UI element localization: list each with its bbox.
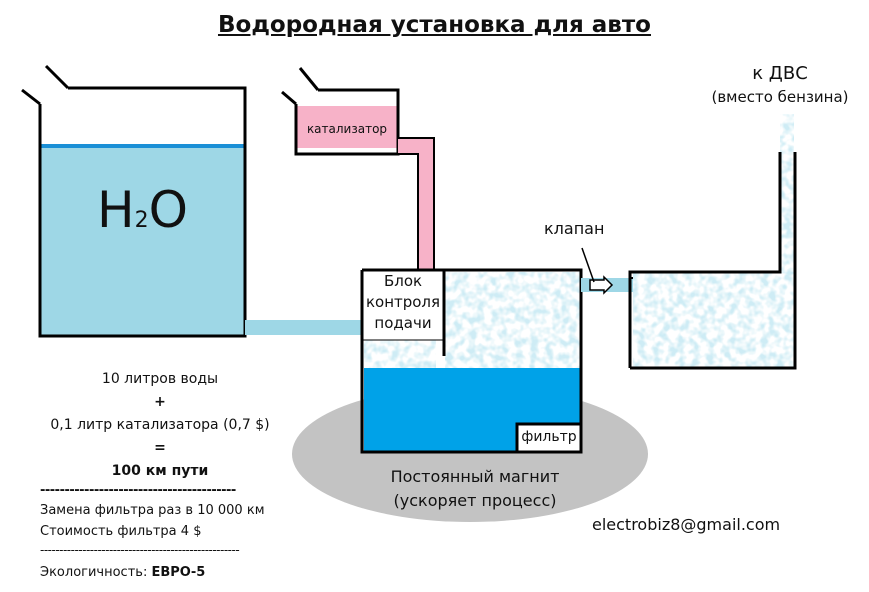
eco-value: ЕВРО-5	[151, 565, 206, 580]
magnet-label: Постоянный магнит (ускоряет процесс)	[360, 465, 590, 513]
gas-tank-outline	[628, 152, 782, 368]
water-tank-label: H2O	[40, 180, 245, 251]
control-unit-line: Блок	[383, 272, 423, 290]
filter-box	[515, 422, 583, 454]
catalyst-tank-lid-top	[298, 67, 320, 91]
engine-label-line2: (вместо бензина)	[711, 88, 849, 106]
catalyst-label: катализатор	[306, 122, 388, 136]
water-tank-fill	[40, 146, 245, 336]
gas-tank-outline-right	[630, 152, 797, 370]
catalyst-pipe-edge-inner	[398, 153, 419, 270]
valve-pointer	[581, 247, 595, 283]
control-unit-line: контроля	[365, 293, 441, 311]
magnet-label-line: (ускоряет процесс)	[393, 491, 557, 510]
control-unit-label: Блок контроля подачи	[362, 271, 444, 334]
reactor-gas-foam-low	[364, 340, 436, 368]
eco-rating: Экологичность: ЕВРО-5	[40, 562, 265, 584]
tank-symbol-subscript: 2	[134, 208, 149, 233]
fuel-formula: 10 литров воды + 0,1 литр катализатора (…	[40, 368, 280, 483]
eco-label: Экологичность:	[40, 565, 148, 580]
water-tank-outline	[38, 86, 247, 338]
water-pipe	[245, 320, 363, 335]
magnet-label-line: Постоянный магнит	[390, 467, 560, 486]
catalyst-pipe-v	[418, 138, 434, 270]
engine-label: к ДВС (вместо бензина)	[690, 62, 869, 108]
tank-symbol-h: H	[97, 181, 135, 239]
gas-tank-foam	[633, 272, 795, 368]
notes-block: ----------------------------------------…	[40, 482, 265, 584]
filter-cost: Стоимость фильтра 4 $	[40, 524, 202, 539]
gas-tank-foam-tube	[780, 114, 794, 274]
filter-interval: Замена фильтра раз в 10 000 км	[40, 503, 265, 518]
filter-label: фильтр	[521, 429, 577, 445]
diagram-title: Водородная установка для авто	[217, 12, 651, 38]
contact-email: electrobiz8@gmail.com	[592, 515, 781, 534]
valve-label: клапан	[544, 219, 605, 238]
formula-catalyst: 0,1 литр катализатора (0,7 $)	[50, 417, 270, 433]
separator-bold: ----------------------------------------	[40, 483, 236, 498]
reactor-gas-foam	[445, 272, 580, 368]
control-unit-line: подачи	[374, 314, 432, 332]
tank-symbol-o: O	[148, 181, 188, 239]
separator: ----------------------------------------…	[40, 543, 240, 557]
catalyst-pipe-edge-outer	[398, 137, 435, 270]
formula-plus: +	[154, 394, 166, 410]
valve-arrow	[589, 275, 614, 295]
engine-label-line1: к ДВС	[752, 63, 808, 84]
formula-water: 10 литров воды	[101, 371, 219, 387]
formula-equals: =	[154, 440, 166, 456]
catalyst-tank-fill	[296, 106, 398, 148]
formula-result: 100 км пути	[111, 463, 209, 479]
water-tank-lid-top	[44, 64, 70, 90]
catalyst-tank-lid	[281, 90, 297, 106]
water-tank-lid	[21, 88, 41, 106]
